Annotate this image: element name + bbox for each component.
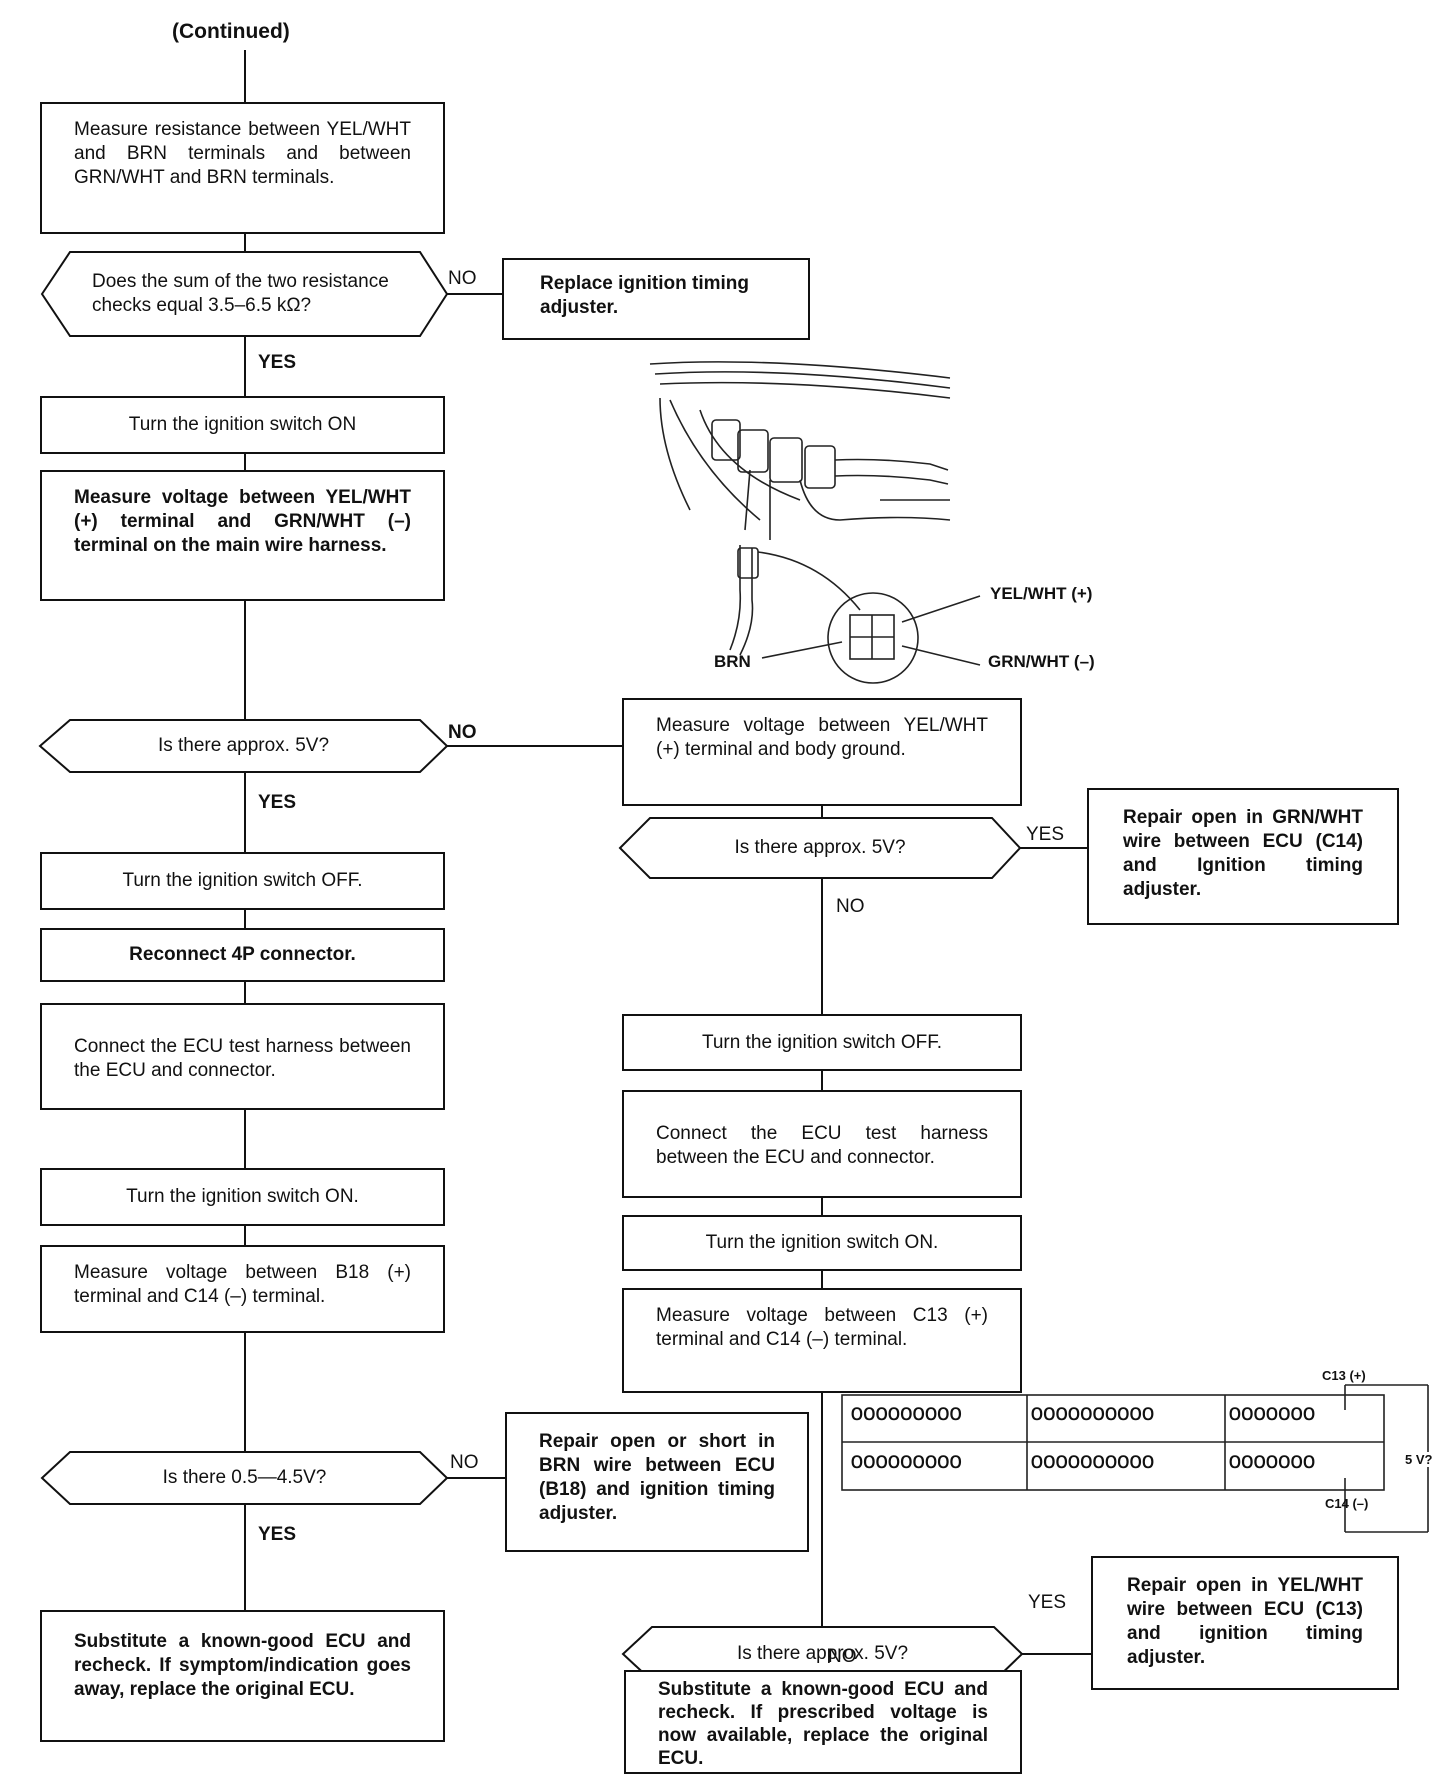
approx-5v-decision-right-a: Is there approx. 5V? — [734, 837, 906, 858]
ecu-pin-group: ooooooooo — [850, 1400, 963, 1426]
ecu-connector-diagram — [841, 1384, 1429, 1533]
yel-wht-label: YEL/WHT (+) — [990, 584, 1093, 603]
range-decision: Is there 0.5—4.5V? — [162, 1467, 327, 1488]
yes-label: YES — [258, 352, 297, 373]
no-label: NO — [828, 1646, 857, 1667]
yes-label: YES — [1028, 1592, 1067, 1613]
no-label: NO — [448, 722, 477, 743]
no-label: NO — [836, 896, 865, 917]
measure-resistance-box: Measure resistance between YEL/WHT and B… — [40, 102, 445, 234]
repair-grn-box: Repair open in GRN/WHT wire between ECU … — [1087, 788, 1399, 925]
ecu-pin-group: ooooooo — [1228, 1400, 1316, 1426]
turn-off-box-right: Turn the ignition switch OFF. — [622, 1014, 1022, 1071]
ecu-pin-group: oooooooooo — [1030, 1448, 1155, 1474]
turn-on-box-right: Turn the ignition switch ON. — [622, 1215, 1022, 1271]
substitute-ecu-box-left: Substitute a known-good ECU and recheck.… — [40, 1610, 445, 1742]
turn-on-box-2: Turn the ignition switch ON. — [40, 1168, 445, 1226]
measure-voltage-harness-box: Measure voltage between YEL/WHT (+) term… — [40, 470, 445, 601]
measure-body-ground-box: Measure voltage between YEL/WHT (+) term… — [622, 698, 1022, 806]
c13-label: C13 (+) — [1322, 1368, 1366, 1383]
connect-harness-box-left: Connect the ECU test harness between the… — [40, 1003, 445, 1110]
yes-label: YES — [258, 1524, 297, 1545]
ecu-pin-group: ooooooooo — [850, 1448, 963, 1474]
yes-label: YES — [258, 792, 297, 813]
measure-c13-box: Measure voltage between C13 (+) terminal… — [622, 1288, 1022, 1393]
substitute-ecu-box-right: Substitute a known-good ECU and recheck.… — [624, 1670, 1022, 1774]
grn-wht-label: GRN/WHT (–) — [988, 652, 1095, 671]
approx-5v-decision-right-b: Is there approx. 5V? — [736, 1643, 909, 1664]
ecu-pin-group: oooooooooo — [1030, 1400, 1155, 1426]
reconnect-box: Reconnect 4P connector. — [40, 928, 445, 982]
volt-label: 5 V? — [1405, 1452, 1433, 1467]
engine-connector-illustration — [649, 361, 981, 684]
ecu-pin-group: ooooooo — [1228, 1448, 1316, 1474]
approx-5v-decision-left: Is there approx. 5V? — [157, 735, 330, 756]
connect-harness-box-right: Connect the ECU test harness between the… — [622, 1090, 1022, 1198]
sum-resistance-decision: Does the sum of the two resistance check… — [92, 271, 389, 316]
brn-label: BRN — [714, 652, 751, 671]
no-label: NO — [448, 268, 477, 289]
turn-off-box: Turn the ignition switch OFF. — [40, 852, 445, 910]
no-label: NO — [450, 1452, 479, 1473]
turn-on-box-1: Turn the ignition switch ON — [40, 396, 445, 454]
measure-b18-box: Measure voltage between B18 (+) terminal… — [40, 1245, 445, 1333]
page-title: (Continued) — [172, 20, 290, 43]
c14-label: C14 (–) — [1325, 1496, 1369, 1511]
yes-label: YES — [1026, 824, 1065, 845]
repair-yel-box: Repair open in YEL/WHT wire between ECU … — [1091, 1556, 1399, 1690]
repair-brn-box: Repair open or short in BRN wire between… — [505, 1412, 809, 1552]
replace-adjuster-box: Replace ignition timing adjuster. — [502, 258, 810, 340]
